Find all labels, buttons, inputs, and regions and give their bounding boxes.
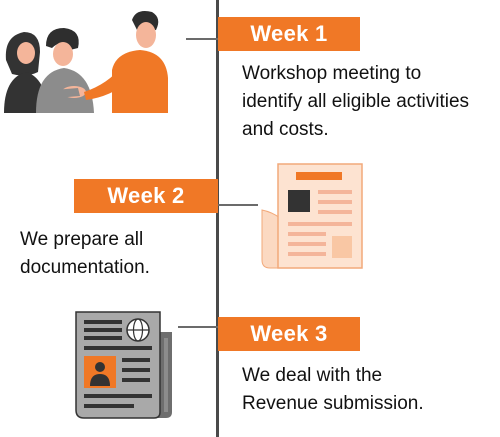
timeline-axis [216,0,219,437]
week-3-line-2: Revenue submission. [242,393,424,414]
week-2-connector [218,204,258,206]
week-2-badge: Week 2 [74,179,218,213]
document-icon [261,163,363,269]
people-meeting-icon [4,11,168,113]
week-3-description: We deal with the Revenue submission. [242,362,424,418]
week-2-line-2: documentation. [20,257,150,278]
week-1-description: Workshop meeting to identify all eligibl… [242,60,469,144]
week-1-line-2: identify all eligible activities [242,91,470,112]
week-3-label: Week 3 [250,321,328,346]
week-1-line-3: and costs. [242,119,329,140]
week-3-badge: Week 3 [218,317,360,351]
week-1-label: Week 1 [250,21,328,46]
week-3-line-1: We deal with the [242,365,383,386]
week-2-line-1: We prepare all [20,229,144,250]
week-2-description: We prepare all documentation. [20,226,150,282]
week-3-connector [178,326,218,328]
week-2-label: Week 2 [107,183,185,208]
week-1-line-1: Workshop meeting to [242,63,422,84]
week-1-connector [186,38,218,40]
newspaper-icon [75,311,172,419]
week-1-badge: Week 1 [218,17,360,51]
